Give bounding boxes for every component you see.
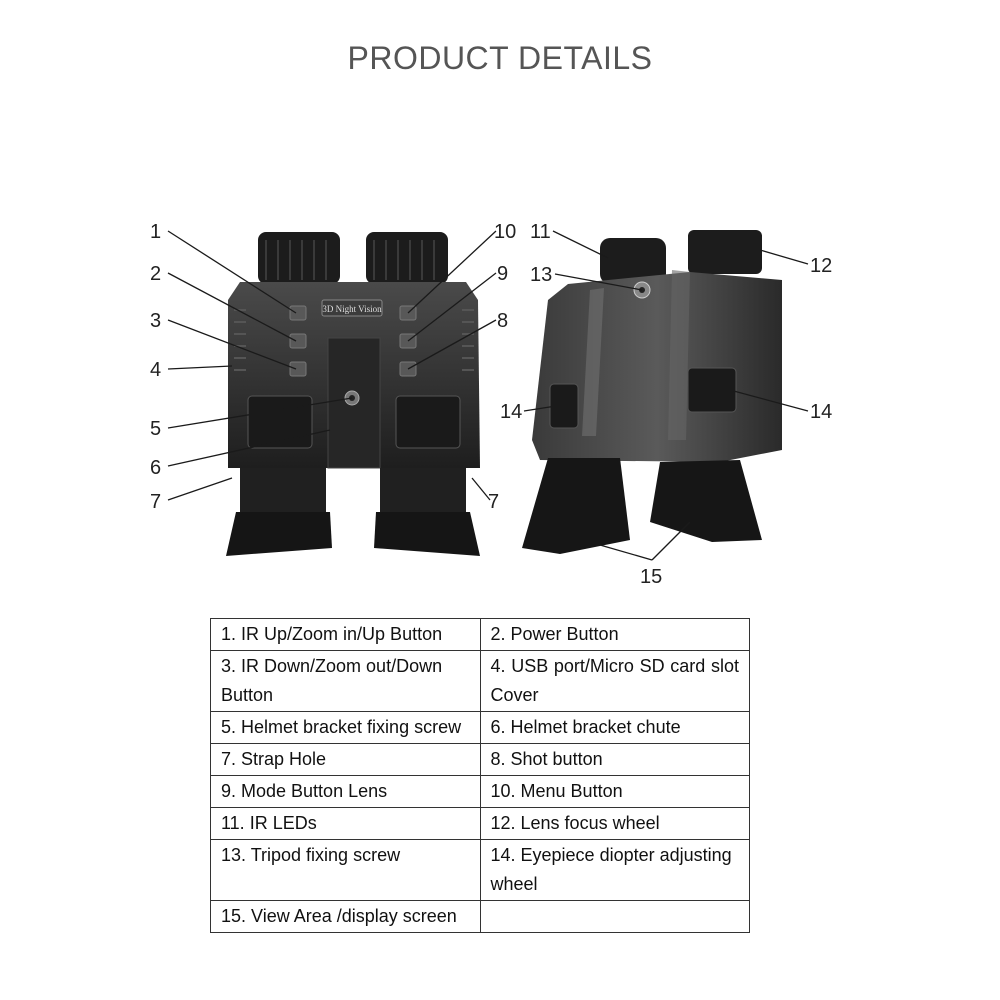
product-figure: 3D Night Vision xyxy=(150,221,832,588)
callout-8: 8 xyxy=(497,310,508,332)
legend-cell-empty xyxy=(479,900,750,933)
side-eyecup-left xyxy=(522,458,630,554)
legend-cell-11: 11. IR LEDs xyxy=(210,807,481,840)
front-view-binocular: 3D Night Vision xyxy=(226,232,480,556)
callout-7-right: 7 xyxy=(488,491,499,513)
callout-1: 1 xyxy=(150,221,161,243)
device-logo-text: 3D Night Vision xyxy=(322,304,382,314)
front-lens-barrel-right xyxy=(366,232,448,284)
callout-10: 10 xyxy=(494,221,516,243)
front-diopter-wheel-left xyxy=(247,395,313,449)
legend-cell-2: 2. Power Button xyxy=(479,618,750,651)
table-row: 13. Tripod fixing screw 14. Eyepiece dio… xyxy=(210,839,750,901)
table-row: 5. Helmet bracket fixing screw 6. Helmet… xyxy=(210,711,750,744)
side-body xyxy=(532,272,782,462)
legend-cell-6: 6. Helmet bracket chute xyxy=(479,711,750,744)
table-row: 15. View Area /display screen xyxy=(210,900,750,933)
legend-cell-12: 12. Lens focus wheel xyxy=(479,807,750,840)
legend-cell-9: 9. Mode Button Lens xyxy=(210,775,481,808)
callout-3: 3 xyxy=(150,310,161,332)
side-view-binocular xyxy=(522,230,782,554)
ir-down-button xyxy=(289,361,307,377)
front-lens-barrel-left xyxy=(258,232,340,284)
front-eyecup-left xyxy=(226,512,332,556)
table-row: 11. IR LEDs 12. Lens focus wheel xyxy=(210,807,750,840)
table-row: 3. IR Down/Zoom out/Down Button 4. USB p… xyxy=(210,650,750,712)
legend-cell-13: 13. Tripod fixing screw xyxy=(210,839,481,901)
table-row: 9. Mode Button Lens 10. Menu Button xyxy=(210,775,750,808)
page-title: PRODUCT DETAILS xyxy=(347,40,653,76)
callout-11: 11 xyxy=(530,221,551,243)
legend-cell-3: 3. IR Down/Zoom out/Down Button xyxy=(210,650,481,712)
side-lens-barrel-left xyxy=(600,238,666,284)
callout-6: 6 xyxy=(150,457,161,479)
side-lens-barrel-right xyxy=(688,230,762,274)
side-diopter-wheel-left xyxy=(549,383,579,429)
parts-legend-table: 1. IR Up/Zoom in/Up Button 2. Power Butt… xyxy=(210,618,750,933)
legend-cell-1: 1. IR Up/Zoom in/Up Button xyxy=(210,618,481,651)
callout-12: 12 xyxy=(810,255,832,277)
legend-cell-14: 14. Eyepiece diopter adjusting wheel xyxy=(479,839,750,901)
front-eyecup-right xyxy=(374,512,480,556)
callout-2: 2 xyxy=(150,263,161,285)
callout-5: 5 xyxy=(150,418,161,440)
side-diopter-wheel-right xyxy=(687,367,737,413)
power-button xyxy=(289,333,307,349)
leader-lines xyxy=(167,230,809,561)
table-row: 1. IR Up/Zoom in/Up Button 2. Power Butt… xyxy=(210,618,750,651)
callout-4: 4 xyxy=(150,359,161,381)
legend-cell-10: 10. Menu Button xyxy=(479,775,750,808)
legend-cell-5: 5. Helmet bracket fixing screw xyxy=(210,711,481,744)
callout-numbers: 1 2 3 4 5 6 7 7 10 9 8 11 12 13 14 14 15 xyxy=(150,221,832,588)
legend-cell-7: 7. Strap Hole xyxy=(210,743,481,776)
table-row: 7. Strap Hole 8. Shot button xyxy=(210,743,750,776)
device-logo-plate xyxy=(321,299,383,317)
front-eyepiece-left xyxy=(240,468,326,512)
side-eyecup-right xyxy=(650,460,762,542)
callout-13: 13 xyxy=(530,264,552,286)
callout-14-left: 14 xyxy=(500,401,522,423)
legend-cell-8: 8. Shot button xyxy=(479,743,750,776)
callout-9: 9 xyxy=(497,263,508,285)
callout-15: 15 xyxy=(640,566,662,588)
legend-cell-4: 4. USB port/Micro SD card slot Cover xyxy=(479,650,750,712)
callout-7-left: 7 xyxy=(150,491,161,513)
front-diopter-wheel-right xyxy=(395,395,461,449)
callout-14-right: 14 xyxy=(810,401,832,423)
legend-cell-15: 15. View Area /display screen xyxy=(210,900,481,933)
front-eyepiece-right xyxy=(380,468,466,512)
ir-up-button xyxy=(289,305,307,321)
